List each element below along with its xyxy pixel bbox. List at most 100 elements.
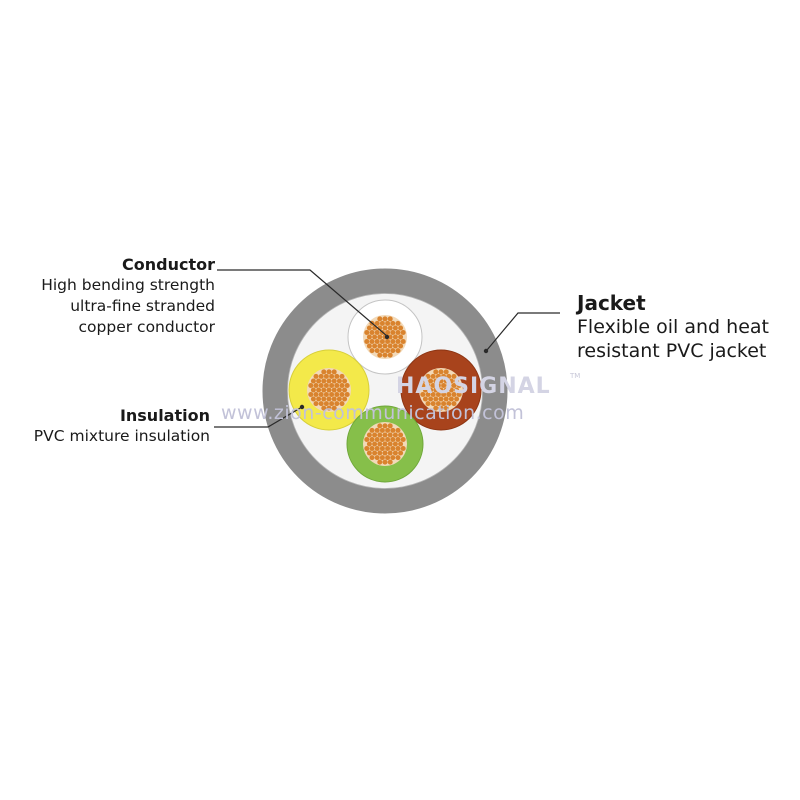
copper-strand: [398, 441, 404, 447]
copper-strand: [387, 432, 393, 438]
copper-strand: [448, 396, 454, 402]
copper-strand: [366, 325, 372, 331]
copper-strand: [454, 396, 460, 402]
copper-strand: [313, 383, 319, 388]
copper-strand: [372, 334, 378, 340]
copper-strand: [390, 437, 396, 442]
copper-strand: [382, 459, 388, 465]
copper-strand: [331, 387, 337, 393]
jacket-desc-line-2: resistant PVC jacket: [577, 340, 767, 362]
conductor-leader-line: [217, 269, 388, 337]
copper-strand: [382, 432, 388, 438]
copper-strand: [374, 330, 380, 335]
copper-strand: [456, 392, 462, 397]
copper-strand: [310, 378, 316, 384]
copper-strand: [369, 446, 375, 451]
copper-strand: [433, 387, 439, 393]
copper-strand: [374, 339, 380, 344]
insulation-label: Insulation PVC mixture insulation: [34, 406, 210, 446]
copper-strand: [374, 348, 380, 354]
core-green: [346, 405, 424, 483]
copper-strand: [454, 378, 460, 384]
conductor-desc-line-1: High bending strength: [41, 276, 215, 294]
conductor-title: Conductor: [122, 255, 215, 274]
copper-strand: [420, 392, 426, 397]
copper-strand: [369, 348, 375, 354]
copper-strand: [336, 387, 342, 393]
copper-strand: [321, 405, 327, 411]
copper-strand: [374, 455, 380, 461]
copper-strand: [428, 396, 434, 402]
copper-strand: [387, 325, 393, 331]
conductor-leader-dot: [384, 334, 390, 340]
copper-strand: [364, 437, 370, 442]
copper-strand: [318, 401, 324, 407]
copper-strand: [392, 432, 398, 438]
copper-strand: [438, 387, 444, 393]
conductor-desc-line-2: ultra-fine stranded: [70, 297, 215, 315]
copper-strand: [377, 316, 383, 322]
copper-strand: [377, 459, 383, 465]
copper-strand: [385, 427, 391, 433]
copper-strand: [326, 378, 332, 384]
insulation-leader-dot: [299, 404, 305, 410]
copper-strand: [366, 334, 372, 340]
copper-strand: [336, 378, 342, 384]
copper-strand: [377, 334, 383, 340]
copper-strand: [364, 446, 370, 451]
copper-strand: [395, 455, 401, 461]
copper-strand: [451, 392, 457, 397]
copper-strand: [398, 334, 404, 340]
copper-strand: [372, 441, 378, 447]
copper-strand: [329, 383, 335, 388]
copper-strand: [443, 405, 449, 411]
copper-strand: [392, 343, 398, 349]
copper-strand: [395, 437, 401, 442]
copper-strand: [390, 339, 396, 344]
copper-strand: [425, 373, 431, 379]
copper-strand: [435, 392, 441, 397]
copper-strand: [454, 387, 460, 393]
copper-strand: [395, 330, 401, 335]
copper-strand: [420, 383, 426, 388]
copper-strand: [316, 396, 322, 402]
copper-strand: [369, 339, 375, 344]
copper-strand: [366, 450, 372, 456]
copper-strand: [318, 383, 324, 388]
copper-strand: [385, 330, 391, 335]
copper-strand: [339, 392, 345, 397]
insulation-title: Insulation: [119, 406, 210, 425]
copper-strand: [344, 392, 350, 397]
copper-strand: [382, 423, 388, 429]
copper-strand: [326, 405, 332, 411]
copper-strand: [374, 437, 380, 442]
copper-strand: [398, 343, 404, 349]
copper-strand: [430, 401, 436, 407]
copper-strand: [422, 378, 428, 384]
copper-strand: [400, 339, 406, 344]
copper-strand: [387, 316, 393, 322]
copper-strand: [387, 423, 393, 429]
copper-strand: [400, 446, 406, 451]
copper-strand: [441, 392, 447, 397]
copper-strand: [446, 401, 452, 407]
core-yellow: [288, 349, 370, 431]
copper-strand: [364, 339, 370, 344]
jacket-leader-line: [486, 312, 560, 351]
copper-strand: [392, 450, 398, 456]
copper-strand: [387, 343, 393, 349]
copper-strand: [323, 401, 329, 407]
copper-strand: [395, 427, 401, 433]
copper-strand: [379, 437, 385, 442]
copper-strand: [451, 401, 457, 407]
copper-strand: [433, 378, 439, 384]
jacket-label: Jacket Flexible oil and heat resistant P…: [577, 291, 769, 363]
copper-strand: [379, 455, 385, 461]
copper-strand: [382, 352, 388, 358]
copper-strand: [336, 396, 342, 402]
copper-strand: [390, 320, 396, 326]
copper-strand: [377, 441, 383, 447]
copper-strand: [379, 339, 385, 344]
copper-strand: [443, 396, 449, 402]
